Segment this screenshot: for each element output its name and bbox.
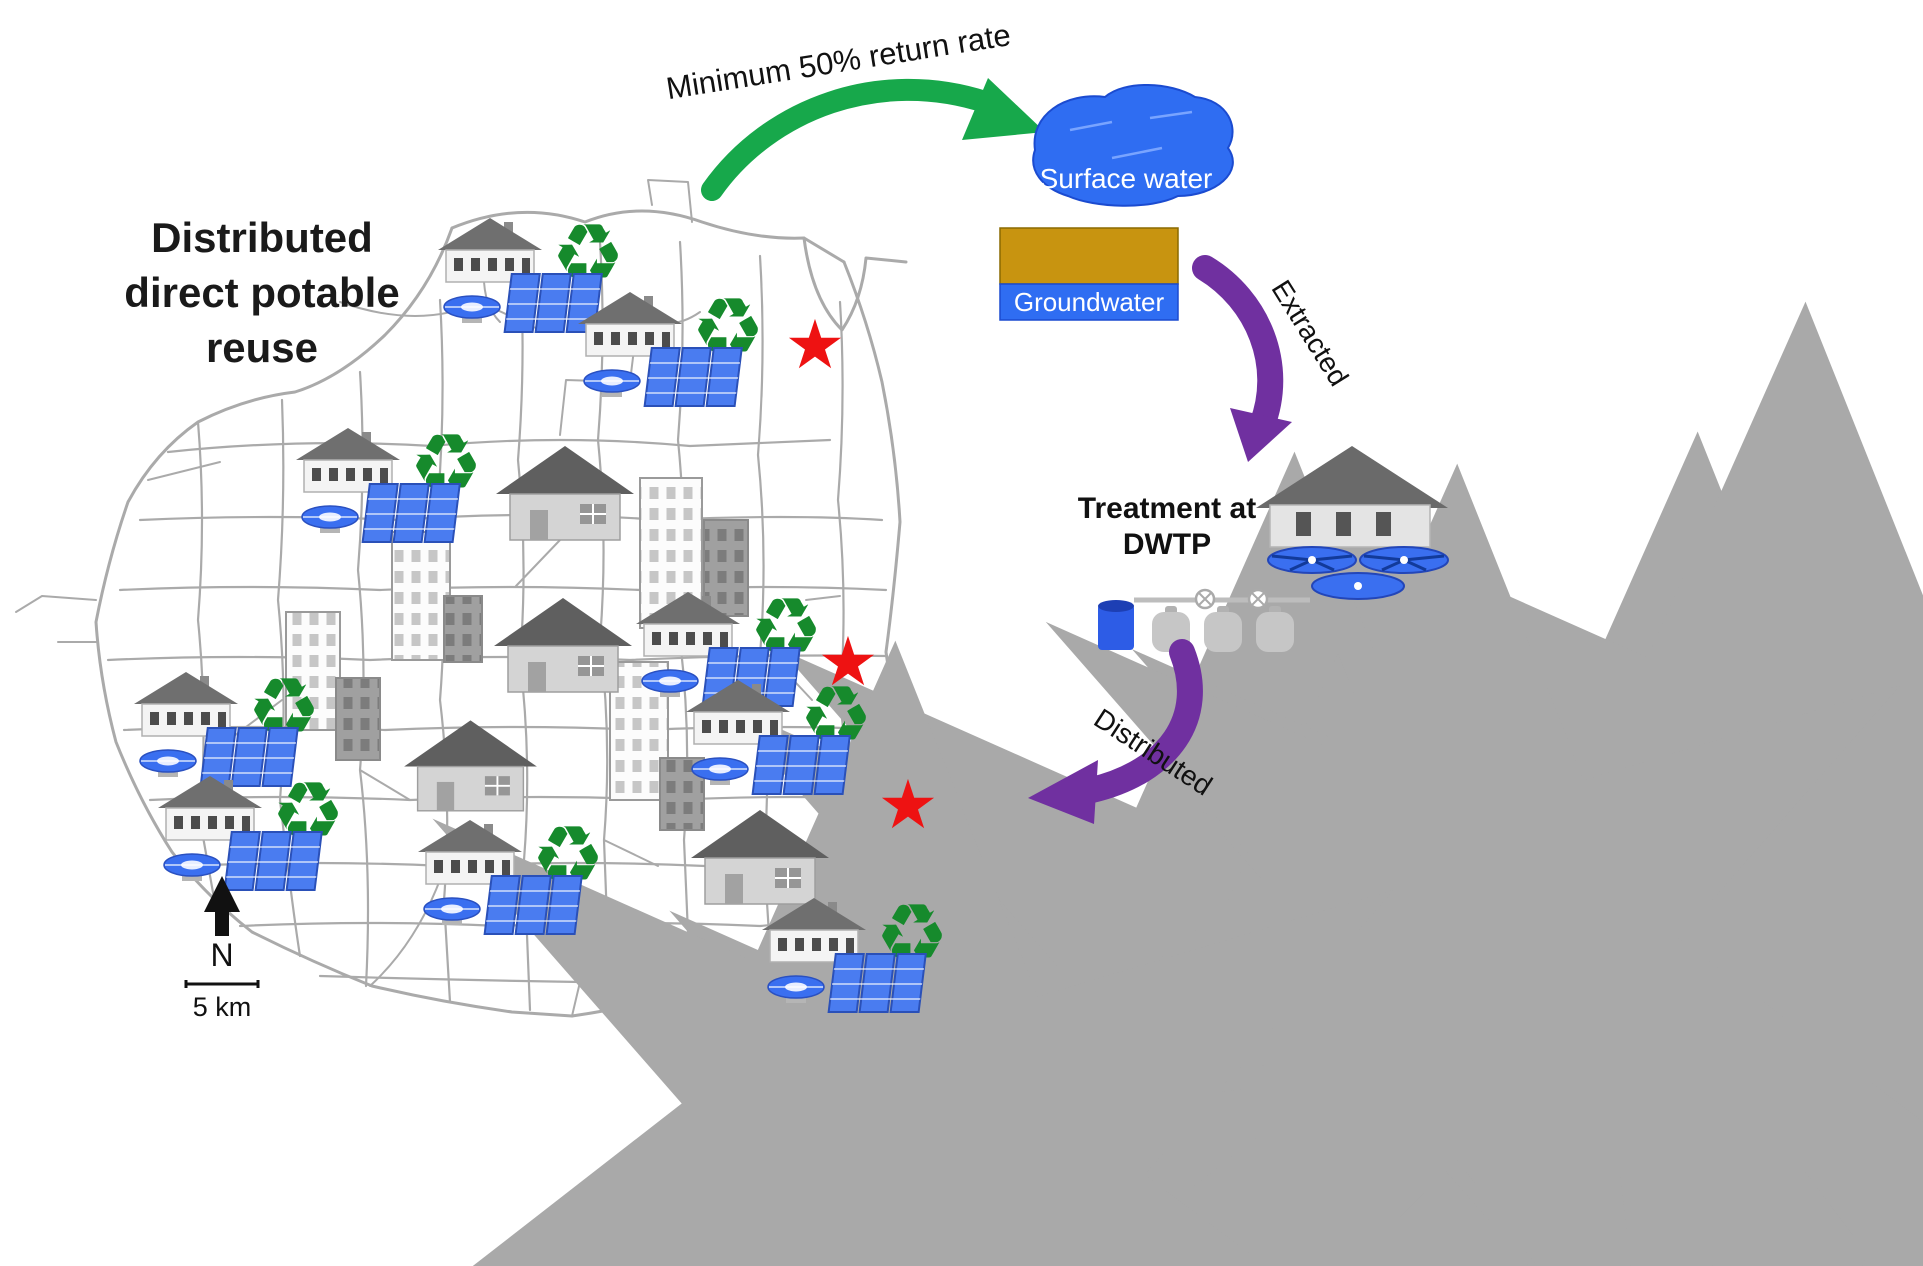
soil-layer — [999, 227, 1179, 285]
house-icon — [690, 809, 830, 905]
house-icon — [493, 597, 633, 693]
title-line-2: direct potable — [124, 269, 399, 316]
arrowhead — [1028, 760, 1098, 824]
groundwater-layer — [999, 283, 1179, 321]
figure-title: Distributed direct potable reuse — [124, 214, 399, 371]
storage-tank-icon — [1098, 600, 1134, 650]
house-icon — [495, 445, 635, 541]
tower-building — [443, 595, 483, 663]
title-line-3: reuse — [206, 324, 318, 371]
star-icon: ★ — [785, 306, 846, 385]
plant-windows — [1296, 512, 1391, 536]
clarifiers — [1267, 546, 1449, 600]
north-arrow-icon — [204, 876, 240, 936]
plant-roof — [1256, 446, 1448, 508]
treatment-plant: Treatment at DWTP — [1078, 446, 1449, 652]
star-icon: ★ — [878, 766, 939, 845]
treatment-label-1: Treatment at — [1078, 492, 1256, 525]
tower-building — [335, 677, 381, 761]
valve-icon — [1247, 588, 1269, 610]
tower-building — [703, 519, 749, 617]
north-label: N — [210, 937, 233, 973]
surface-water-label: Surface water — [1040, 163, 1213, 194]
groundwater: Groundwater — [999, 227, 1179, 321]
surface-water-blob — [1032, 84, 1234, 207]
treatment-label-2: DWTP — [1123, 528, 1211, 561]
tower-building — [391, 531, 451, 661]
extracted-arrow: Extracted — [1192, 255, 1355, 462]
reuse-cluster — [296, 417, 483, 542]
scale-bar — [184, 980, 260, 988]
valve-icon — [1194, 588, 1216, 610]
arrowhead — [962, 78, 1045, 140]
surface-water: Surface water — [1032, 84, 1234, 207]
house-icon — [403, 719, 538, 812]
process-piping — [1098, 588, 1310, 652]
star-markers: ★ ★ ★ — [785, 306, 939, 845]
groundwater-label: Groundwater — [1014, 287, 1165, 317]
arrowhead — [1230, 408, 1292, 462]
map-compass: N 5 km — [184, 876, 260, 1022]
return-arrow: Minimum 50% return rate — [664, 17, 1045, 201]
scale-label: 5 km — [193, 992, 252, 1022]
star-icon: ★ — [818, 623, 879, 702]
title-line-1: Distributed — [151, 214, 373, 261]
